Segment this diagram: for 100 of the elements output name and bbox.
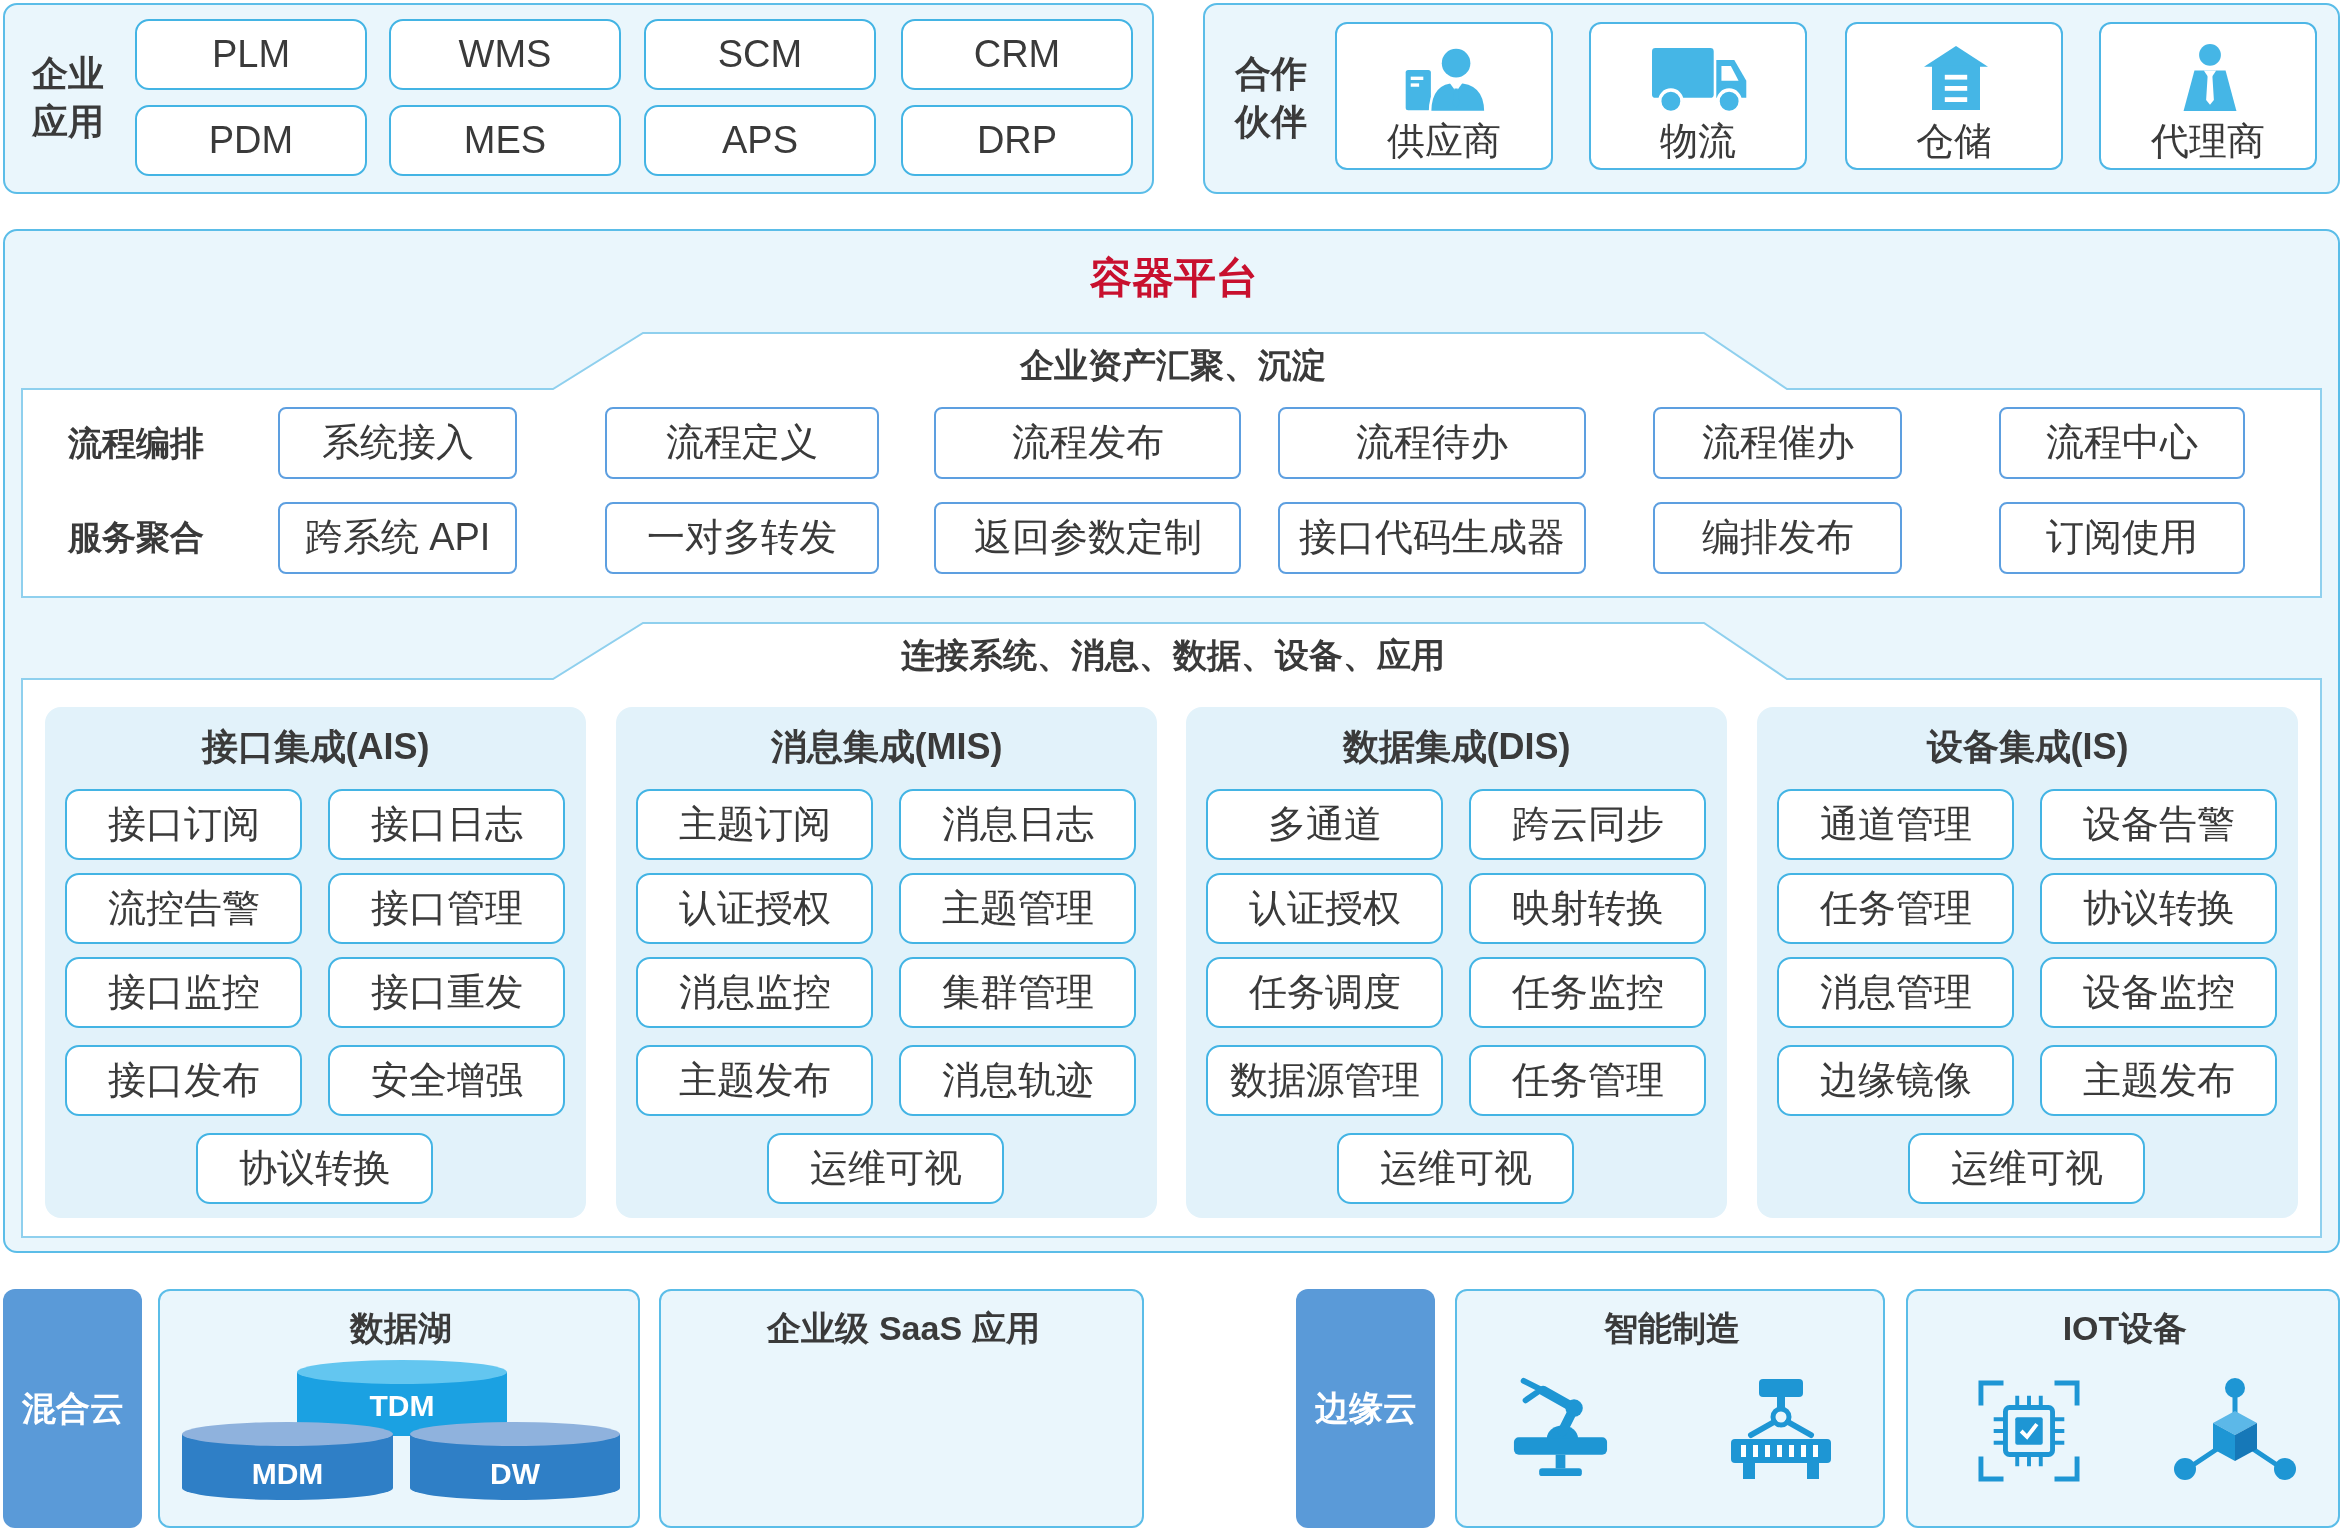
partner-card — [2099, 22, 2317, 170]
module-label: 消息轨迹 — [941, 1058, 1094, 1103]
platform-title: 容器平台 — [1089, 253, 1258, 303]
module-label: 订阅使用 — [2046, 516, 2198, 560]
module-box — [1777, 873, 2014, 944]
module-box — [899, 957, 1136, 1028]
module-label: 接口代码生成器 — [1299, 516, 1565, 560]
module-group-panel — [1186, 707, 1727, 1218]
module-label: 接口监控 — [107, 970, 260, 1015]
module-box — [605, 407, 879, 479]
group-title: 接口集成(AIS) — [201, 726, 430, 768]
module-label: 任务监控 — [1511, 970, 1664, 1015]
module-box — [328, 789, 565, 860]
module-label: 任务管理 — [1819, 886, 1972, 931]
module-group-panel — [616, 707, 1157, 1218]
module-label: 通道管理 — [1819, 802, 1972, 847]
cylinder-label: DW — [490, 1456, 540, 1492]
module-box — [901, 105, 1133, 176]
module-label: 映射转换 — [1511, 886, 1664, 931]
partner-card — [1845, 22, 2063, 170]
module-label: 安全增强 — [370, 1058, 523, 1103]
module-label: WMS — [458, 32, 552, 77]
module-label: 设备监控 — [2082, 970, 2235, 1015]
module-box — [1469, 873, 1706, 944]
module-box — [278, 407, 517, 479]
module-label: PLM — [211, 32, 291, 77]
partner-card — [1589, 22, 1807, 170]
module-box — [65, 873, 302, 944]
module-label: 数据源管理 — [1229, 1058, 1420, 1103]
module-label: 认证授权 — [678, 886, 831, 931]
layer-band — [21, 332, 2322, 598]
module-box — [65, 789, 302, 860]
module-label: 设备告警 — [2082, 802, 2235, 847]
section-panel — [1455, 1289, 1885, 1528]
module-box — [1206, 1045, 1443, 1116]
cylinder-label: MDM — [251, 1456, 324, 1492]
module-box — [1337, 1133, 1574, 1204]
module-label: 认证授权 — [1248, 886, 1401, 931]
module-label: SCM — [717, 32, 803, 77]
module-box — [65, 957, 302, 1028]
module-label: 流程定义 — [666, 421, 818, 465]
module-box — [1469, 1045, 1706, 1116]
partner-label: 仓储 — [1916, 120, 1992, 164]
section-panel — [3, 3, 1154, 194]
module-box — [934, 407, 1241, 479]
module-box — [328, 873, 565, 944]
module-label: 消息日志 — [941, 802, 1094, 847]
module-label: 编排发布 — [1701, 516, 1854, 560]
panel-heading: 数据湖 — [350, 1309, 452, 1349]
module-box — [65, 1045, 302, 1116]
module-box — [899, 873, 1136, 944]
module-label: 接口发布 — [107, 1058, 260, 1103]
module-box — [1206, 873, 1443, 944]
module-box — [328, 1045, 565, 1116]
module-box — [605, 502, 879, 574]
section-panel — [1203, 3, 2340, 194]
panel-heading: 合作伙伴 — [1233, 51, 1308, 145]
block-label: 混合云 — [21, 1388, 124, 1429]
database-cylinder — [410, 1422, 620, 1500]
section-panel — [158, 1289, 640, 1528]
module-box — [1653, 502, 1902, 574]
module-box — [2040, 873, 2277, 944]
module-label: 运维可视 — [1379, 1146, 1532, 1191]
module-box — [1206, 789, 1443, 860]
module-label: 多通道 — [1267, 802, 1382, 847]
module-box — [2040, 1045, 2277, 1116]
module-box — [135, 105, 367, 176]
row-label: 服务聚合 — [68, 518, 204, 558]
panel-heading: 智能制造 — [1604, 1309, 1740, 1349]
module-box — [1278, 502, 1586, 574]
module-label: 主题订阅 — [678, 802, 831, 847]
row-label: 流程编排 — [68, 424, 204, 464]
module-label: CRM — [973, 32, 1061, 77]
module-label: 流控告警 — [107, 886, 260, 931]
section-panel — [659, 1289, 1144, 1528]
module-label: 系统接入 — [321, 421, 474, 465]
module-label: 接口日志 — [370, 802, 523, 847]
cylinder-label: TDM — [369, 1388, 435, 1424]
module-box — [901, 19, 1133, 90]
panel-heading: 企业应用 — [31, 51, 105, 145]
side-label-block — [1296, 1289, 1435, 1528]
layer-heading: 企业资产汇聚、沉淀 — [1020, 346, 1326, 386]
module-box — [1653, 407, 1902, 479]
module-box — [135, 19, 367, 90]
module-box — [934, 502, 1241, 574]
partner-card — [1335, 22, 1553, 170]
module-box — [1999, 407, 2245, 479]
module-label: MES — [463, 118, 547, 163]
module-label: 一对多转发 — [647, 516, 837, 560]
module-label: 跨云同步 — [1511, 802, 1664, 847]
module-box — [636, 1045, 873, 1116]
block-label: 边缘云 — [1314, 1388, 1417, 1429]
module-box — [1278, 407, 1586, 479]
module-label: 边缘镜像 — [1819, 1058, 1972, 1103]
side-label-block — [3, 1289, 142, 1528]
module-label: 任务调度 — [1248, 970, 1401, 1015]
section-panel — [3, 229, 2340, 1253]
module-group-panel — [45, 707, 586, 1218]
module-label: 返回参数定制 — [973, 516, 1202, 560]
group-title: 消息集成(MIS) — [770, 726, 1003, 768]
